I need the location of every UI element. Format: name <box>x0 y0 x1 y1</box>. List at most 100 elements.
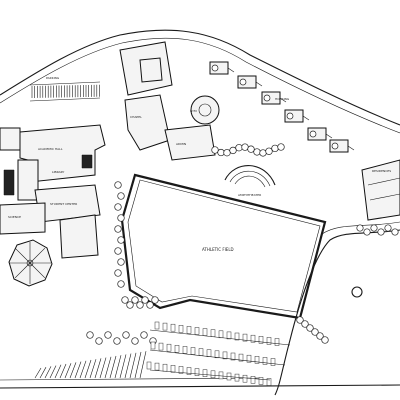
parked-car <box>186 367 192 375</box>
parked-car <box>162 363 168 372</box>
parked-car <box>190 347 196 355</box>
tree <box>306 324 314 332</box>
housing-path <box>302 115 310 121</box>
tree <box>211 146 219 154</box>
tree <box>117 280 125 288</box>
housing-path <box>325 133 333 139</box>
building-d-label: SCIENCE <box>8 215 21 219</box>
tree <box>117 258 125 266</box>
tree <box>131 337 139 345</box>
parked-car <box>258 336 264 344</box>
lot-stripe <box>59 363 67 379</box>
gym-label: GYM <box>190 109 197 113</box>
lot-stripe <box>34 367 42 379</box>
tree <box>235 144 243 152</box>
tree <box>117 214 125 222</box>
parked-car <box>146 361 152 370</box>
lot-stripe <box>89 359 97 379</box>
lot-stripe <box>49 365 57 379</box>
tree <box>356 224 364 232</box>
athletic-field: ATHLETIC FIELD <box>120 173 327 320</box>
lot-stripe <box>134 351 142 379</box>
housing-tree <box>239 78 247 86</box>
parked-car <box>242 374 248 383</box>
parked-car <box>174 345 180 353</box>
parked-car <box>166 343 172 352</box>
top-lot-label: PARKING <box>46 76 60 80</box>
tree <box>247 145 255 153</box>
parked-car <box>210 370 216 379</box>
parked-car <box>182 346 188 354</box>
parked-car <box>170 365 176 373</box>
parked-car <box>194 368 200 376</box>
housing-path <box>255 81 263 87</box>
housing-label: HOUSING <box>275 97 290 101</box>
tree <box>316 332 324 340</box>
lot-stripe <box>104 356 112 379</box>
tree <box>114 247 122 255</box>
parked-car <box>270 358 276 366</box>
tree <box>259 149 267 157</box>
parked-car <box>246 354 252 363</box>
parked-car <box>158 342 164 351</box>
tree <box>229 146 237 155</box>
tree <box>104 331 112 339</box>
tree <box>117 236 125 244</box>
field-label: ATHLETIC FIELD <box>202 247 234 252</box>
tree <box>321 336 329 344</box>
amphitheater: AMPHITHEATER <box>224 165 276 197</box>
parked-car <box>214 350 220 359</box>
tree <box>114 203 122 211</box>
tree <box>140 331 148 339</box>
parked-car <box>178 366 184 374</box>
tree <box>141 296 149 304</box>
tree <box>277 143 285 151</box>
tree <box>301 320 309 328</box>
parked-car <box>258 377 264 385</box>
parked-car <box>222 351 228 360</box>
right-residential-block: RESIDENCES <box>356 159 400 236</box>
lot-stripe <box>39 367 47 379</box>
tree <box>86 331 94 339</box>
lot-stripe <box>54 364 62 379</box>
tree <box>253 148 261 156</box>
lot-stripe <box>84 359 92 379</box>
tree <box>377 228 385 236</box>
parked-car <box>218 330 224 339</box>
lot-stripe <box>139 351 147 379</box>
octagon-pavilion <box>8 239 53 287</box>
parked-car <box>178 325 184 333</box>
pavilion-spoke <box>29 247 46 264</box>
tree <box>296 316 304 324</box>
bottom-parking <box>146 321 291 386</box>
tree <box>241 143 249 151</box>
lot-stripe <box>69 362 77 379</box>
tree <box>136 301 144 309</box>
lot-stripe <box>124 353 132 379</box>
lot-stripe <box>129 352 137 379</box>
parked-car <box>250 376 256 384</box>
tree-cluster <box>86 143 329 345</box>
housing-tree <box>331 142 339 150</box>
parked-car <box>150 341 156 350</box>
parked-car <box>154 321 160 330</box>
parked-car <box>266 378 272 386</box>
parked-car <box>198 348 204 356</box>
left-building-complex: ACADEMIC HALL LIBRARY STUDENT CENTER SCI… <box>0 124 106 259</box>
lot-stripe <box>99 357 107 379</box>
parked-car <box>238 353 244 362</box>
roundabout <box>351 286 363 298</box>
tree <box>384 224 392 232</box>
tree <box>122 331 130 339</box>
tree <box>391 228 399 236</box>
parked-car <box>254 356 260 364</box>
lot-stripe <box>109 355 117 379</box>
amphitheater-label: AMPHITHEATER <box>238 193 261 197</box>
tree <box>271 144 279 153</box>
building-b-label: LIBRARY <box>52 170 65 174</box>
tree <box>151 296 159 304</box>
parked-car <box>226 331 232 340</box>
lot-stripe <box>44 366 52 379</box>
tree <box>311 328 319 336</box>
housing-tree <box>263 94 271 102</box>
